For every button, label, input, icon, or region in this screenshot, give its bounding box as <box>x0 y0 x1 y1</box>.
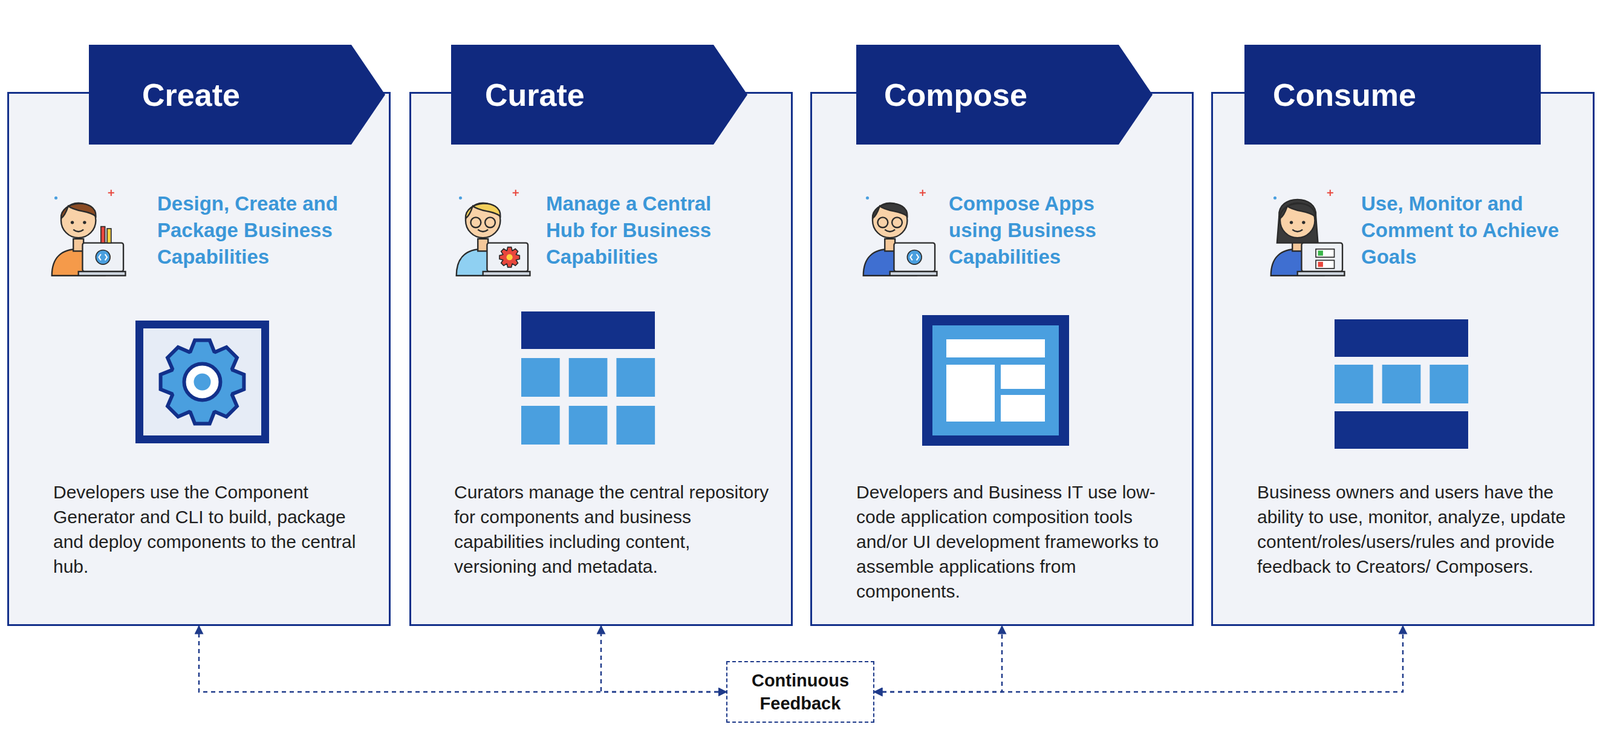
capability-icon <box>1334 319 1469 449</box>
stage-title: Curate <box>484 76 791 114</box>
feedback-connector <box>874 625 1002 692</box>
feedback-connector <box>198 625 727 692</box>
stage-panel: ConsumeUse, Monitor and Comment to Achie… <box>1211 91 1595 626</box>
stage-panel: CurateManage a Central Hub for Business … <box>409 91 793 626</box>
stage-panel: ComposeCompose Apps using Business Capab… <box>810 91 1194 626</box>
stage-title: Create <box>142 76 389 114</box>
person-icon <box>52 189 126 276</box>
stage-subtitle: Compose Apps using Business Capabilities <box>948 190 1152 271</box>
stage-title: Consume <box>1272 76 1593 114</box>
capability-icon <box>521 311 655 445</box>
feedback-label: Continuous Feedback <box>740 668 862 715</box>
feedback-box: Continuous Feedback <box>726 660 875 723</box>
stage-description: Developers use the Component Generator a… <box>53 479 377 579</box>
stage-subtitle: Use, Monitor and Comment to Achieve Goal… <box>1361 190 1564 271</box>
capability-icon <box>135 320 270 444</box>
feedback-connector <box>601 625 727 692</box>
feedback-connector <box>874 625 1403 692</box>
person-icon <box>1271 189 1345 276</box>
stage-description: Curators manage the central repository f… <box>454 479 778 579</box>
person-icon <box>456 189 531 276</box>
stage-panel: CreateDesign, Create and Package Busines… <box>7 91 391 626</box>
stage-subtitle: Manage a Central Hub for Business Capabi… <box>546 190 749 271</box>
capability-icon <box>922 315 1070 446</box>
stage-description: Business owners and users have the abili… <box>1257 479 1581 579</box>
stage-title: Compose <box>884 76 1192 114</box>
stage-subtitle: Design, Create and Package Business Capa… <box>157 190 360 271</box>
stage-description: Developers and Business IT use low-code … <box>856 479 1180 604</box>
person-icon <box>863 189 938 276</box>
